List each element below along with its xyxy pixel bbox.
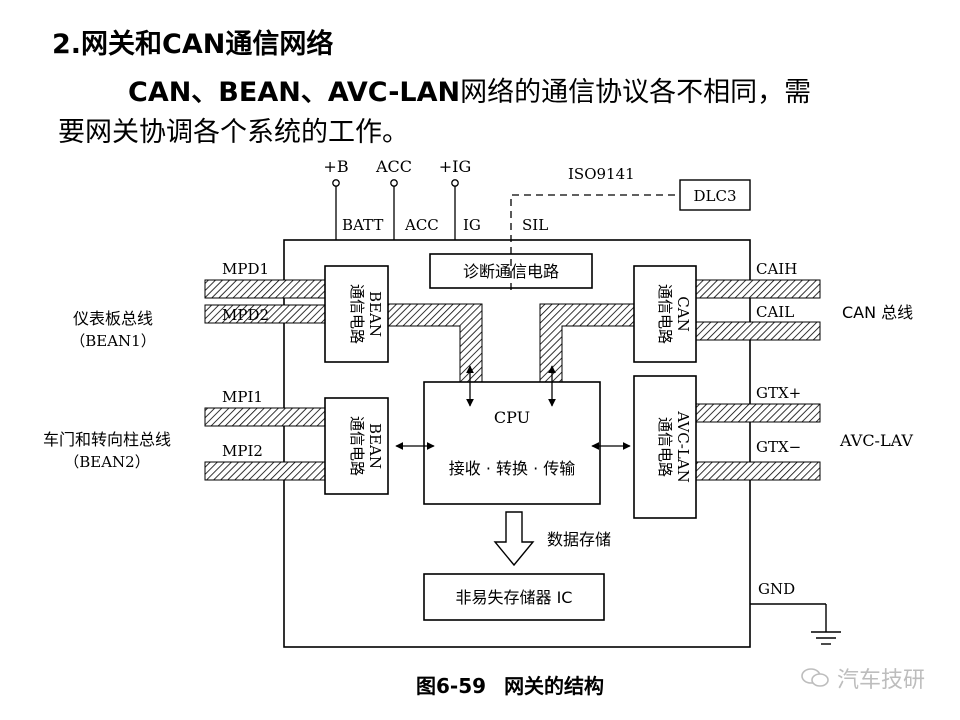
iso9141-label: ISO9141	[568, 165, 635, 183]
protocol-names: CAN、BEAN、AVC-LAN	[128, 77, 461, 108]
pin-mpi2: MPI2	[222, 442, 263, 460]
watermark: 汽车技研	[800, 662, 925, 694]
bus-bean1-code: （BEAN1）	[70, 332, 155, 350]
bus-band-caih	[695, 279, 821, 299]
bus-band-mpi2	[204, 461, 326, 481]
gateway-structure-diagram: 通信电路 BEAN 通信电路 BEAN 通信电路 CAN 通信电路 AVC-LA…	[43, 157, 913, 648]
bus-band-mpi1	[204, 407, 326, 427]
bus-band-gtx-plus	[695, 403, 821, 423]
pin-caih: CAIH	[756, 260, 797, 278]
memory-ic-block	[423, 573, 605, 621]
bean-circuit-lower: 通信电路 BEAN	[324, 397, 389, 495]
figure-number: 图6-59	[416, 674, 487, 698]
can-circuit-label: 通信电路	[656, 284, 674, 344]
bean-circuit-lower-en: BEAN	[366, 423, 384, 469]
paragraph-line-1: CAN、BEAN、AVC-LAN网络的通信协议各不相同，需	[128, 70, 811, 109]
pin-ig: IG	[463, 216, 481, 234]
section-heading: 2.网关和CAN通信网络	[52, 29, 334, 60]
watermark-text: 汽车技研	[837, 668, 926, 693]
memory-ic-label: 非易失存储器 IC	[456, 588, 573, 607]
bean-circuit-upper: 通信电路 BEAN	[324, 265, 389, 363]
avc-lan-circuit-en: AVC-LAN	[674, 410, 692, 482]
can-circuit: 通信电路 CAN	[633, 265, 697, 363]
supply-wires	[332, 179, 459, 240]
bus-band-cail	[695, 321, 821, 341]
avc-lan-circuit: 通信电路 AVC-LAN	[633, 375, 697, 519]
ground-symbol	[750, 603, 841, 645]
iso9141-dashed-line	[510, 194, 680, 290]
data-store-label: 数据存储	[547, 530, 611, 549]
pin-mpi1: MPI1	[222, 388, 263, 406]
sil-pin-label: SIL	[522, 216, 548, 234]
pin-acc: ACC	[404, 216, 439, 234]
bean-circuit-lower-label: 通信电路	[348, 416, 366, 476]
paragraph-line-2: 要网关协调各个系统的工作。	[58, 117, 409, 148]
bean-circuit-upper-en: BEAN	[366, 291, 384, 337]
bus-band-gtx-minus	[695, 461, 821, 481]
pin-mpd1: MPD1	[222, 260, 269, 278]
supply-input-acc: ACC	[375, 157, 412, 176]
bus-bean2-code: （BEAN2）	[64, 453, 149, 471]
bean-circuit-upper-label: 通信电路	[348, 284, 366, 344]
bus-can-label: CAN 总线	[842, 303, 913, 322]
dlc3-box	[679, 179, 751, 211]
channel-can-to-cpu	[539, 303, 635, 383]
figure-title: 网关的结构	[504, 674, 605, 698]
gnd-label: GND	[758, 580, 795, 598]
pin-gtx-minus: GTX−	[756, 438, 801, 456]
bus-bean1-label: 仪表板总线	[73, 309, 153, 328]
bus-avc-label: AVC-LAV	[839, 431, 913, 450]
avc-lan-circuit-label: 通信电路	[656, 417, 674, 477]
figure-caption: 图6-59 网关的结构	[416, 670, 604, 699]
gateway-housing	[283, 239, 751, 648]
data-store-arrow	[493, 511, 535, 567]
cpu-block	[423, 381, 601, 505]
dlc3-label: DLC3	[693, 187, 736, 205]
pin-cail: CAIL	[756, 303, 794, 321]
can-circuit-en: CAN	[674, 296, 692, 331]
paragraph-line-1-text: 网络的通信协议各不相同，需	[460, 77, 812, 108]
cpu-label: CPU	[494, 408, 530, 427]
bus-bean2-label: 车门和转向柱总线	[43, 430, 171, 449]
pin-batt: BATT	[342, 216, 383, 234]
supply-input-ig: +IG	[439, 157, 472, 176]
bus-band-mpd1	[204, 279, 326, 299]
channel-bean-to-cpu	[387, 303, 483, 383]
pin-mpd2: MPD2	[222, 306, 269, 324]
cpu-function-label: 接收 · 转换 · 传输	[449, 459, 576, 478]
chat-bubble-icon	[801, 668, 829, 687]
supply-input-b: +B	[323, 157, 348, 176]
pin-gtx-plus: GTX+	[756, 384, 801, 402]
